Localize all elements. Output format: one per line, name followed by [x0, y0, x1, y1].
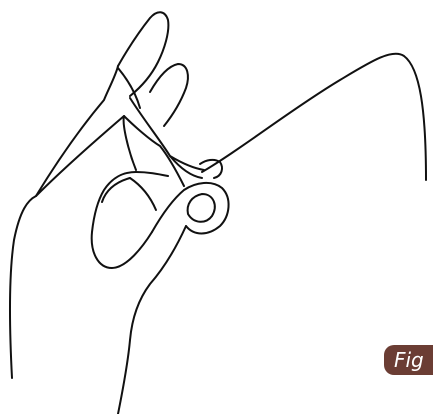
- middle-finger-outline: [150, 64, 188, 126]
- thumb-nail: [188, 194, 215, 222]
- index-finger-inner-line: [118, 68, 140, 108]
- figure-caption-text: Fig: [394, 350, 424, 370]
- bent-finger-nail: [102, 178, 130, 202]
- bent-finger-outline: [92, 172, 168, 268]
- knuckle-fold-lower: [124, 116, 136, 170]
- thumb-base: [118, 226, 186, 414]
- hand-outline-left: [10, 66, 118, 378]
- long-thread: [202, 54, 426, 180]
- bent-finger-inner: [130, 178, 156, 210]
- thumb-outline: [152, 183, 229, 234]
- index-finger-outline: [118, 12, 168, 96]
- figure-caption-tag: Fig: [384, 345, 433, 375]
